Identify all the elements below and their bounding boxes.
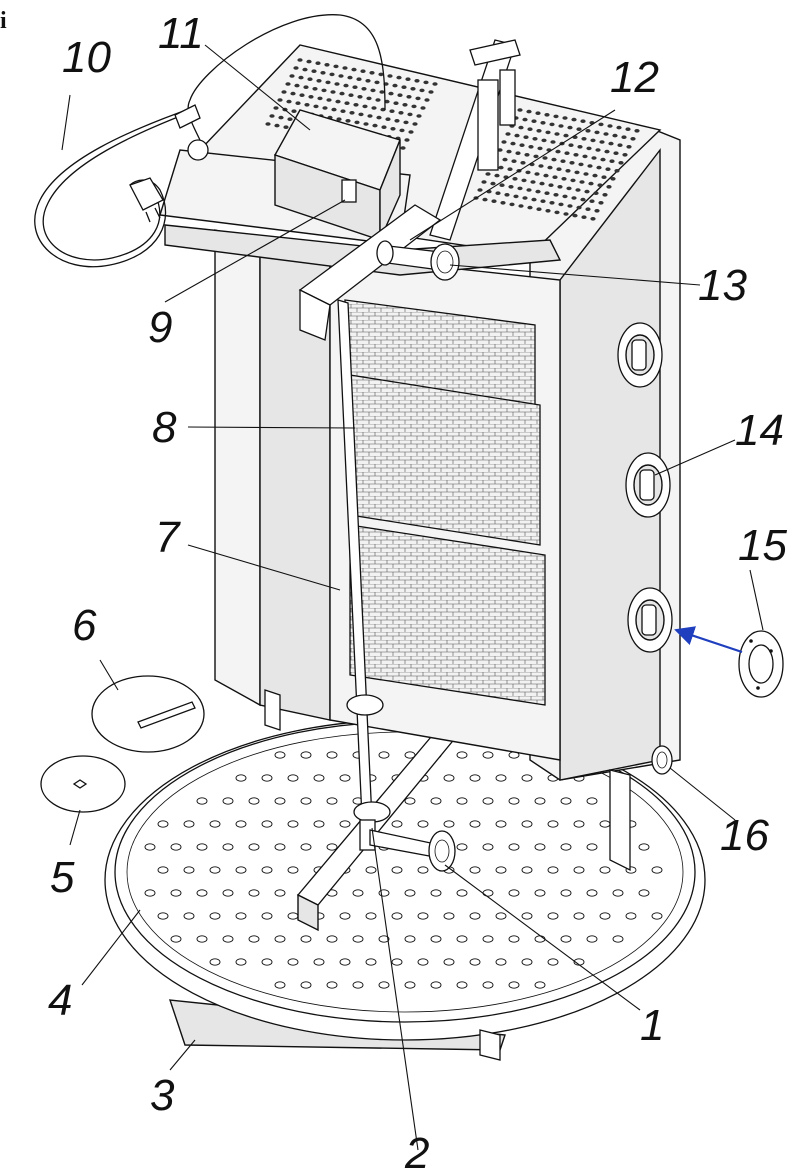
large-disc <box>91 675 205 753</box>
assembly-arrow <box>674 626 743 654</box>
callout-2: 2 <box>404 1129 429 1170</box>
top-vents <box>265 58 640 221</box>
motor-box <box>273 109 401 241</box>
knob-3 <box>627 587 673 653</box>
callout-10: 10 <box>62 33 111 82</box>
power-cord <box>34 14 386 268</box>
callout-16: 16 <box>720 811 769 860</box>
callout-11: 11 <box>158 9 204 58</box>
base-tray <box>104 719 706 1051</box>
callout-5: 5 <box>50 853 75 902</box>
leader-lines <box>61 44 764 1151</box>
gasket-ring <box>738 630 784 698</box>
callout-6: 6 <box>72 601 97 650</box>
bottom-spit-knob <box>428 830 456 872</box>
top-assembly <box>159 39 562 341</box>
top-spit-knob <box>376 240 460 281</box>
burner-panel-bottom <box>349 524 546 706</box>
knob-2 <box>625 452 671 518</box>
callout-8: 8 <box>152 403 177 452</box>
callout-12: 12 <box>610 53 659 102</box>
spit-assembly <box>337 299 456 872</box>
callout-13: 13 <box>698 261 747 310</box>
corner-mark: i <box>0 8 7 34</box>
callout-4: 4 <box>48 976 72 1025</box>
callout-3: 3 <box>150 1071 175 1120</box>
control-knobs <box>617 322 673 775</box>
callout-1: 1 <box>640 1001 664 1050</box>
callout-9: 9 <box>148 303 172 352</box>
callout-labels: 1 2 3 4 5 6 7 8 9 10 11 12 13 14 15 16 <box>48 9 787 1170</box>
knob-1 <box>617 322 663 388</box>
callout-14: 14 <box>735 406 784 455</box>
callout-15: 15 <box>738 521 787 570</box>
burner-panel-middle <box>349 374 541 546</box>
callout-7: 7 <box>155 513 181 562</box>
gas-inlet-fitting <box>651 745 673 775</box>
small-disc <box>40 755 126 813</box>
